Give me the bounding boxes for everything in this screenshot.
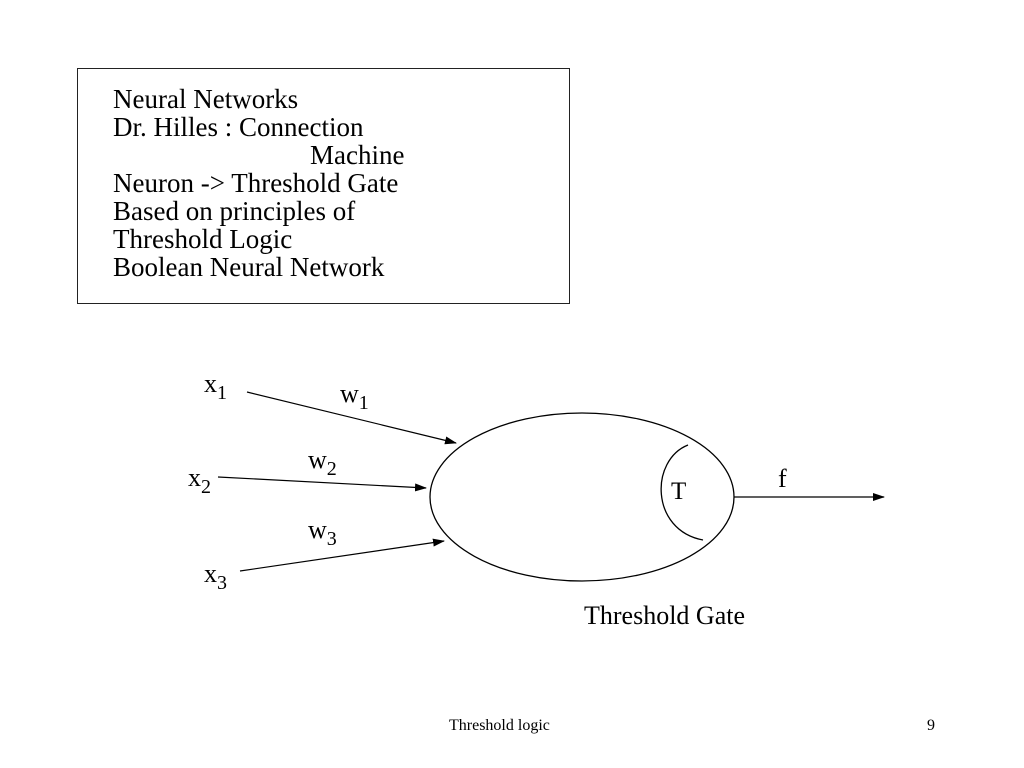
- input-label-x1: x1: [204, 369, 227, 404]
- page-number: 9: [927, 717, 935, 734]
- box-line-boolean: Boolean Neural Network: [113, 252, 385, 282]
- weight-label-w3: w3: [308, 515, 337, 550]
- input-label-x3: x3: [204, 559, 227, 594]
- box-line-threshold-logic: Threshold Logic: [113, 224, 293, 254]
- input-arrow-1: [246, 391, 457, 445]
- input-label-x2: x2: [188, 463, 211, 498]
- weight-label-w2: w2: [308, 445, 337, 480]
- box-line-based-on: Based on principles of: [113, 196, 356, 226]
- box-line-neural-networks: Neural Networks: [113, 84, 299, 114]
- output-label: f: [778, 464, 787, 493]
- box-line-hilles: Dr. Hilles : Connection: [113, 112, 364, 142]
- summary-textbox: Neural Networks Dr. Hilles : Connection …: [77, 68, 570, 304]
- input-arrow-3: [239, 538, 445, 572]
- gate-body: [429, 412, 735, 582]
- weight-label-w1: w1: [340, 379, 369, 414]
- threshold-arc: [660, 444, 704, 541]
- input-arrow-2: [217, 476, 427, 492]
- footer-title: Threshold logic: [449, 717, 550, 734]
- box-line-neuron: Neuron -> Threshold Gate: [113, 168, 399, 198]
- diagram-caption: Threshold Gate: [584, 601, 745, 630]
- threshold-label: T: [671, 478, 686, 505]
- box-line-machine: Machine: [310, 140, 405, 170]
